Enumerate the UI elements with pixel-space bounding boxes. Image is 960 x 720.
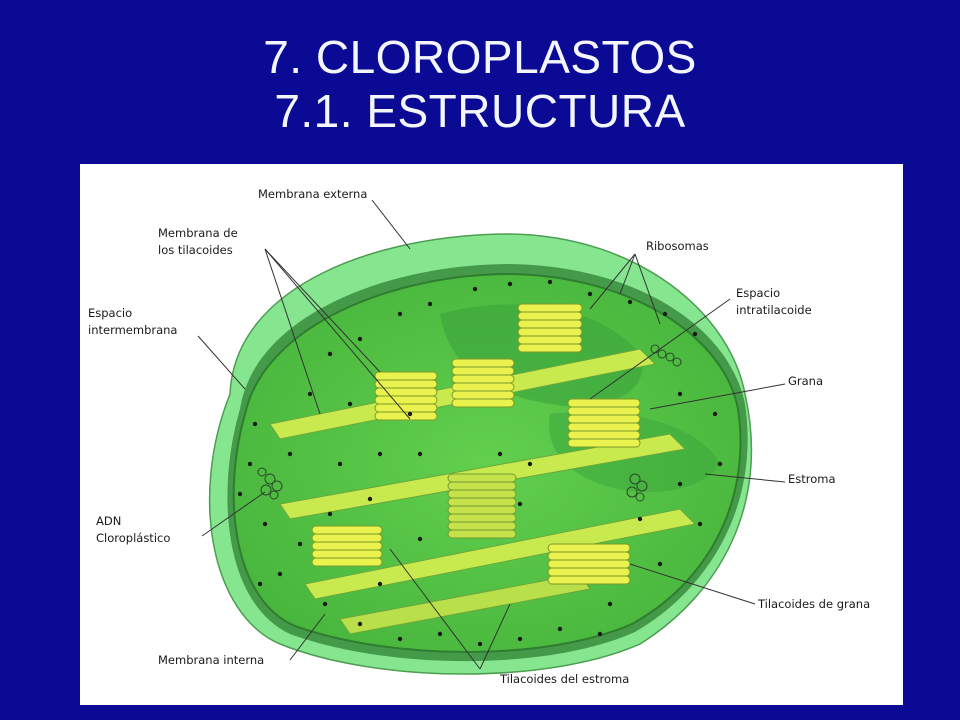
label-membrana-interna: Membrana interna: [158, 653, 264, 667]
label-espacio-intratilacoide: Espacio: [736, 286, 780, 300]
granum: [567, 398, 641, 448]
label-espacio-intratilacoide: intratilacoide: [736, 303, 812, 317]
label-membrana-tilacoides: los tilacoides: [158, 243, 233, 257]
leader-lines: [197, 199, 786, 670]
slide-title-line-1: 7. CLOROPLASTOS: [263, 31, 697, 83]
granum: [517, 303, 583, 353]
label-membrana-externa: Membrana externa: [258, 187, 367, 201]
slide-title: 7. CLOROPLASTOS 7.1. ESTRUCTURA: [0, 30, 960, 138]
granum: [311, 525, 383, 567]
ribosomes: [237, 279, 723, 647]
granum: [374, 371, 438, 421]
granum: [547, 543, 631, 585]
label-membrana-tilacoides: Membrana de: [158, 226, 238, 240]
label-espacio-intermembrana: intermembrana: [88, 323, 177, 337]
label-adn: Cloroplástico: [96, 531, 170, 545]
label-tilacoides-estroma: Tilacoides del estroma: [499, 672, 629, 686]
label-grana: Grana: [788, 374, 823, 388]
dna-cluster: [257, 344, 682, 502]
label-tilacoides-grana: Tilacoides de grana: [757, 597, 870, 611]
slide-title-line-2: 7.1. ESTRUCTURA: [274, 85, 686, 137]
label-estroma: Estroma: [788, 472, 836, 486]
chloroplast-figure: Membrana externa Membrana de los tilacoi…: [80, 164, 903, 705]
label-espacio-intermembrana: Espacio: [88, 306, 132, 320]
chloroplast-diagram: Membrana externa Membrana de los tilacoi…: [88, 187, 870, 686]
label-adn: ADN: [96, 514, 121, 528]
granum: [451, 358, 515, 408]
granum: [447, 473, 517, 539]
label-ribosomas: Ribosomas: [646, 239, 709, 253]
